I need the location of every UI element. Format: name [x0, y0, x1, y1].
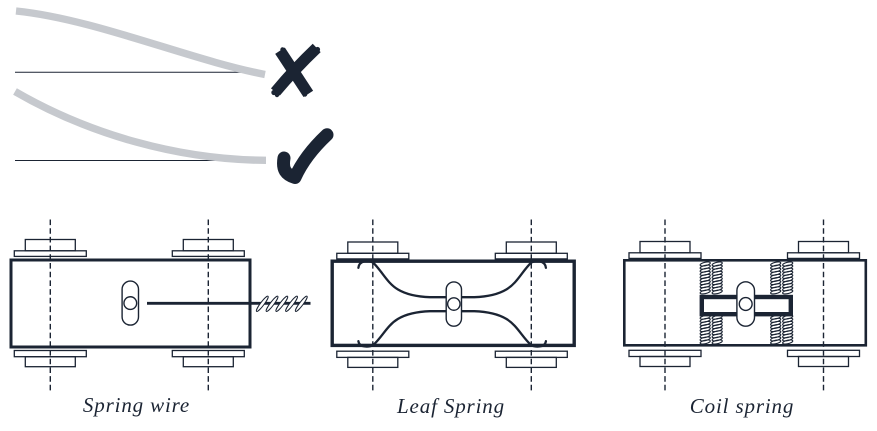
svg-text:Coil spring: Coil spring: [690, 394, 794, 418]
svg-text:Leaf Spring: Leaf Spring: [396, 394, 505, 418]
svg-text:Spring wire: Spring wire: [83, 393, 190, 417]
